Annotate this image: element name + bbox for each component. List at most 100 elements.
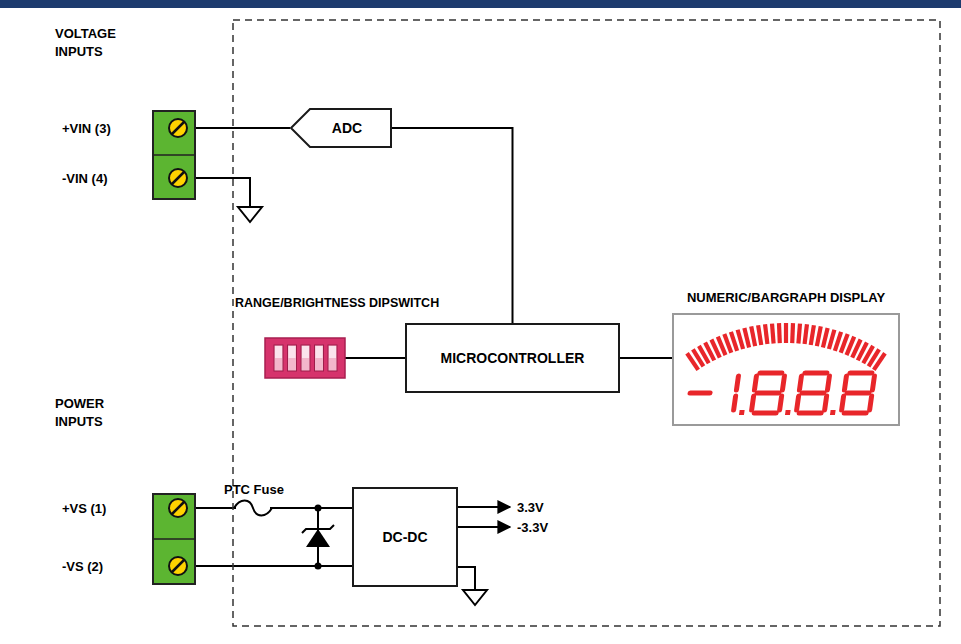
bargraph-segment bbox=[817, 326, 821, 346]
terminal-screw bbox=[169, 119, 187, 137]
decimal-point bbox=[785, 410, 791, 415]
output-arrow bbox=[458, 506, 510, 508]
tvs-diode-bar bbox=[302, 525, 334, 533]
switch-slot bbox=[301, 345, 310, 371]
wire-connector bbox=[620, 357, 672, 359]
terminal-heading: VOLTAGE INPUTS bbox=[55, 25, 135, 61]
switch-lever bbox=[275, 346, 282, 358]
wire-connector bbox=[196, 127, 290, 129]
bargraph-segment bbox=[731, 332, 737, 351]
bargraph-segment bbox=[758, 325, 761, 345]
terminal-block bbox=[152, 493, 196, 585]
ground-symbol bbox=[238, 207, 262, 222]
part-heading: NUMERIC/BARGRAPH DISPLAY bbox=[672, 290, 900, 305]
bargraph-segment bbox=[798, 324, 800, 344]
digit-segment bbox=[799, 410, 821, 415]
terminal-heading: POWER INPUTS bbox=[55, 395, 135, 431]
terminal-screw bbox=[169, 557, 187, 575]
bargraph-segment bbox=[744, 328, 749, 347]
terminal-housing bbox=[153, 111, 195, 199]
bargraph-segment bbox=[724, 334, 731, 353]
digit-segment bbox=[797, 396, 799, 410]
digit-segment bbox=[734, 396, 736, 410]
terminal-divider bbox=[153, 538, 195, 540]
seven-segment-readout bbox=[687, 373, 875, 415]
digit-segment bbox=[850, 370, 872, 375]
block-name: DC-DC bbox=[382, 529, 427, 546]
junction-dot bbox=[315, 563, 322, 570]
digit-segment bbox=[844, 410, 866, 415]
bargraph-segment bbox=[777, 323, 782, 343]
terminal-divider bbox=[153, 154, 195, 156]
signal-name: 3.3V bbox=[517, 500, 544, 515]
digit-segment bbox=[782, 376, 784, 390]
enclosure-outline bbox=[233, 20, 940, 626]
dipswitch-housing bbox=[265, 338, 345, 378]
component-label: PTC Fuse bbox=[224, 482, 284, 497]
terminal-block bbox=[152, 110, 196, 200]
bargraph-segment bbox=[811, 325, 814, 345]
display-screen bbox=[672, 313, 900, 426]
digit-segment bbox=[842, 396, 844, 410]
microcontroller-box: MICROCONTROLLER bbox=[405, 323, 620, 393]
ground-wire bbox=[196, 178, 250, 207]
pin-name: -VIN (4) bbox=[62, 171, 108, 186]
part-heading: RANGE/BRIGHTNESS DIPSWITCH bbox=[235, 296, 439, 311]
ptc-fuse-symbol bbox=[234, 501, 272, 516]
part-illustration bbox=[152, 110, 196, 200]
part-illustration bbox=[674, 315, 902, 428]
pin-name: +VS (1) bbox=[62, 501, 106, 516]
screw-slot bbox=[172, 502, 184, 514]
digit-segment bbox=[825, 396, 827, 410]
wire-connector bbox=[345, 357, 405, 359]
pin-name: -VS (2) bbox=[62, 559, 103, 574]
digit-segment bbox=[799, 376, 801, 390]
digit-segment bbox=[754, 410, 776, 415]
digit-segment bbox=[844, 376, 846, 390]
switch-lever bbox=[302, 346, 309, 358]
decimal-point bbox=[830, 410, 836, 415]
output-arrow bbox=[458, 526, 510, 528]
switch-lever bbox=[289, 346, 296, 358]
dc-dc-box: DC-DC bbox=[352, 487, 458, 587]
bargraph-segment bbox=[805, 324, 807, 344]
voltage-input-terminal: VOLTAGE INPUTS bbox=[55, 25, 196, 200]
switch-lever bbox=[316, 346, 323, 358]
digit-segment bbox=[736, 376, 738, 390]
switch-lever bbox=[329, 346, 336, 358]
block-name: MICROCONTROLLER bbox=[441, 350, 585, 367]
digit-segment bbox=[870, 396, 872, 410]
screw-slot bbox=[172, 172, 184, 184]
decimal-point bbox=[739, 410, 745, 415]
bargraph-segment bbox=[751, 326, 755, 346]
bargraph-segment bbox=[790, 323, 795, 343]
switch-slot bbox=[288, 345, 297, 371]
bargraph-segment bbox=[765, 324, 767, 344]
digit-segment bbox=[872, 376, 874, 390]
terminal-screw bbox=[169, 499, 187, 517]
screw-slot bbox=[172, 122, 184, 134]
switch-slot bbox=[328, 345, 337, 371]
block-name: ADC bbox=[332, 120, 362, 137]
bargraph-segment bbox=[772, 324, 774, 344]
digit-segment bbox=[760, 370, 782, 375]
bargraph-segment bbox=[823, 328, 828, 347]
part-illustration bbox=[152, 493, 196, 585]
bargraph-segment bbox=[784, 323, 788, 343]
digit-segment bbox=[847, 390, 869, 395]
digit-segment bbox=[752, 396, 754, 410]
digit-segment bbox=[805, 370, 827, 375]
terminal-housing bbox=[153, 494, 195, 584]
power-input-terminal: POWER INPUTS bbox=[55, 395, 196, 585]
junction-dot bbox=[315, 505, 322, 512]
part-illustration bbox=[265, 338, 345, 378]
wire-connector bbox=[196, 507, 352, 509]
digit-segment bbox=[827, 376, 829, 390]
bargraph-segment bbox=[829, 330, 834, 349]
digit-segment bbox=[757, 390, 779, 395]
switch-slot bbox=[315, 345, 324, 371]
ground-symbol bbox=[463, 590, 487, 605]
wire-connector bbox=[196, 565, 352, 567]
